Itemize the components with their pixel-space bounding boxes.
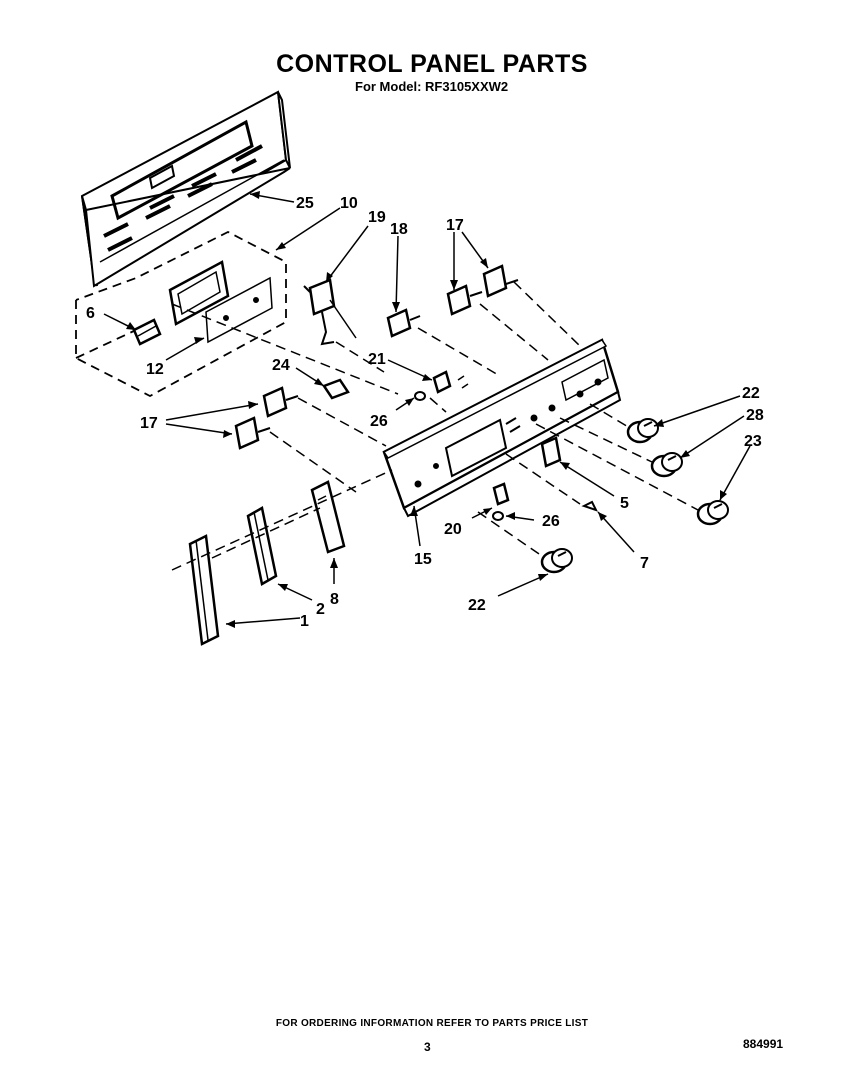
infinite-switch — [303, 278, 357, 346]
label-15: 15 — [414, 551, 432, 568]
indicator-lamp-upper — [414, 391, 426, 401]
model-subtitle: For Model: RF3105XXW2 — [355, 79, 509, 94]
label-20: 20 — [444, 521, 462, 538]
control-panel-main — [382, 338, 622, 518]
clock-assembly-outline — [75, 230, 287, 398]
label-22-upper: 22 — [742, 385, 760, 402]
label-17-upper: 17 — [446, 217, 464, 234]
cone-spacer — [581, 500, 598, 512]
leader-dashes — [171, 281, 699, 571]
rocker-switch — [540, 436, 562, 468]
label-25: 25 — [296, 195, 314, 212]
label-12: 12 — [146, 361, 164, 378]
selector-switch — [386, 308, 421, 338]
label-7: 7 — [640, 555, 649, 572]
push-switch-upper-b — [482, 264, 519, 298]
label-6: 6 — [86, 305, 95, 322]
push-switch-left-a — [262, 386, 299, 418]
label-28: 28 — [746, 407, 764, 424]
connector-block — [132, 318, 162, 346]
side-bracket — [310, 480, 346, 554]
label-18: 18 — [390, 221, 408, 238]
label-17-lower: 17 — [140, 415, 158, 432]
push-switch-upper-a — [446, 284, 483, 316]
signal-switch — [492, 482, 510, 506]
ordering-note: FOR ORDERING INFORMATION REFER TO PARTS … — [275, 1018, 589, 1029]
indicator-lamp-lower — [492, 511, 504, 521]
mounting-clip — [322, 378, 350, 400]
clock-timer — [168, 260, 273, 344]
backguard-panel — [80, 90, 291, 288]
indicator-block — [432, 370, 469, 394]
arrowheads — [126, 191, 727, 628]
label-21: 21 — [368, 351, 386, 368]
control-knob-middle — [650, 452, 683, 478]
control-knob-lower — [540, 548, 573, 574]
label-23: 23 — [744, 433, 762, 450]
label-2: 2 — [316, 601, 325, 618]
label-1: 1 — [300, 613, 309, 630]
end-bracket-middle — [246, 506, 278, 586]
part-number-labels: 25 10 19 18 17 6 12 24 21 26 17 22 28 23… — [86, 195, 764, 630]
label-22-lower: 22 — [468, 597, 486, 614]
control-knob-right — [696, 500, 729, 526]
push-switch-left-b — [234, 416, 271, 450]
label-19: 19 — [368, 209, 386, 226]
label-8: 8 — [330, 591, 339, 608]
page-title: CONTROL PANEL PARTS — [276, 50, 588, 78]
label-24: 24 — [272, 357, 290, 374]
page-number: 3 — [424, 1040, 431, 1054]
end-bracket-left — [188, 534, 220, 646]
control-knob-upper — [626, 418, 659, 444]
label-5: 5 — [620, 495, 629, 512]
document-number: 884991 — [743, 1037, 784, 1051]
label-10: 10 — [340, 195, 358, 212]
label-26-lower: 26 — [542, 513, 560, 530]
label-26-upper: 26 — [370, 413, 388, 430]
